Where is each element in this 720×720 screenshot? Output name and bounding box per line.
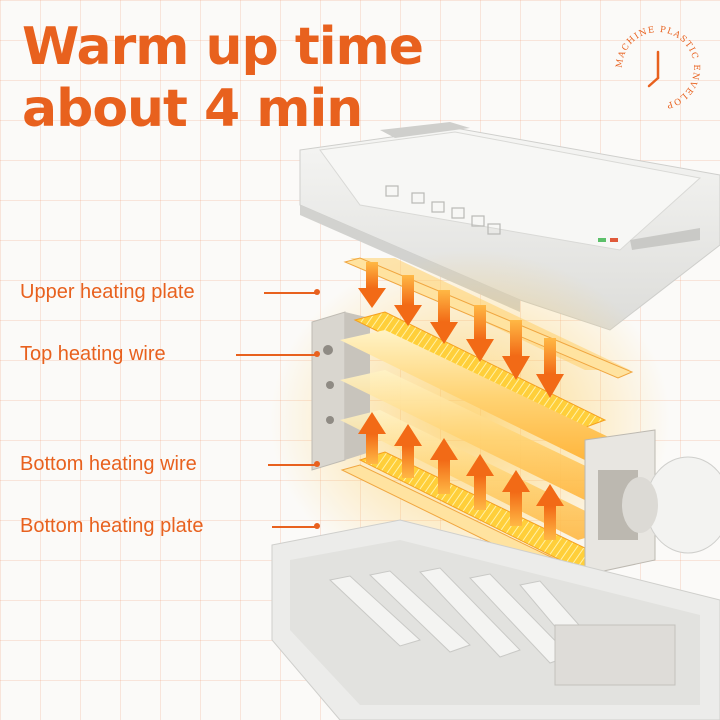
arrow-up-icon — [430, 438, 458, 494]
leader-line — [236, 354, 316, 356]
arrow-down-icon — [430, 290, 458, 344]
upper-heating-plate — [343, 257, 634, 379]
arrow-down-icon — [358, 262, 386, 308]
leader-dot — [314, 351, 320, 357]
clock-icon — [647, 50, 660, 88]
arrow-up-icon — [358, 412, 386, 464]
leader-dot — [314, 289, 320, 295]
label-bottom-heating-wire: Bottom heating wire — [20, 453, 197, 475]
label-bottom-heating-plate: Bottom heating plate — [20, 515, 204, 537]
bottom-housing — [271, 519, 720, 720]
arrow-up-icon — [466, 454, 494, 510]
headline: Warm up time about 4 min — [22, 16, 424, 140]
heat-arrows-down — [358, 262, 564, 398]
label-top-heating-wire: Top heating wire — [20, 343, 166, 365]
leader-line — [272, 526, 316, 528]
arrow-up-icon — [536, 484, 564, 540]
arrow-up-icon — [502, 470, 530, 526]
arrow-down-icon — [502, 320, 530, 380]
label-upper-heating-plate: Upper heating plate — [20, 281, 195, 303]
headline-line-1: Warm up time — [22, 17, 424, 77]
motor-unit — [584, 429, 720, 576]
arrow-up-icon — [394, 424, 422, 478]
seal-badge: MACHINE PLASTIC ENVELOP — [615, 25, 700, 110]
leader-line — [264, 292, 316, 294]
leader-line — [268, 464, 316, 466]
heat-arrows-up — [358, 412, 564, 540]
arrow-down-icon — [394, 275, 422, 326]
arrow-down-icon — [536, 338, 564, 398]
headline-line-2: about 4 min — [22, 79, 363, 139]
leader-dot — [314, 523, 320, 529]
arrow-down-icon — [466, 305, 494, 362]
leader-dot — [314, 461, 320, 467]
